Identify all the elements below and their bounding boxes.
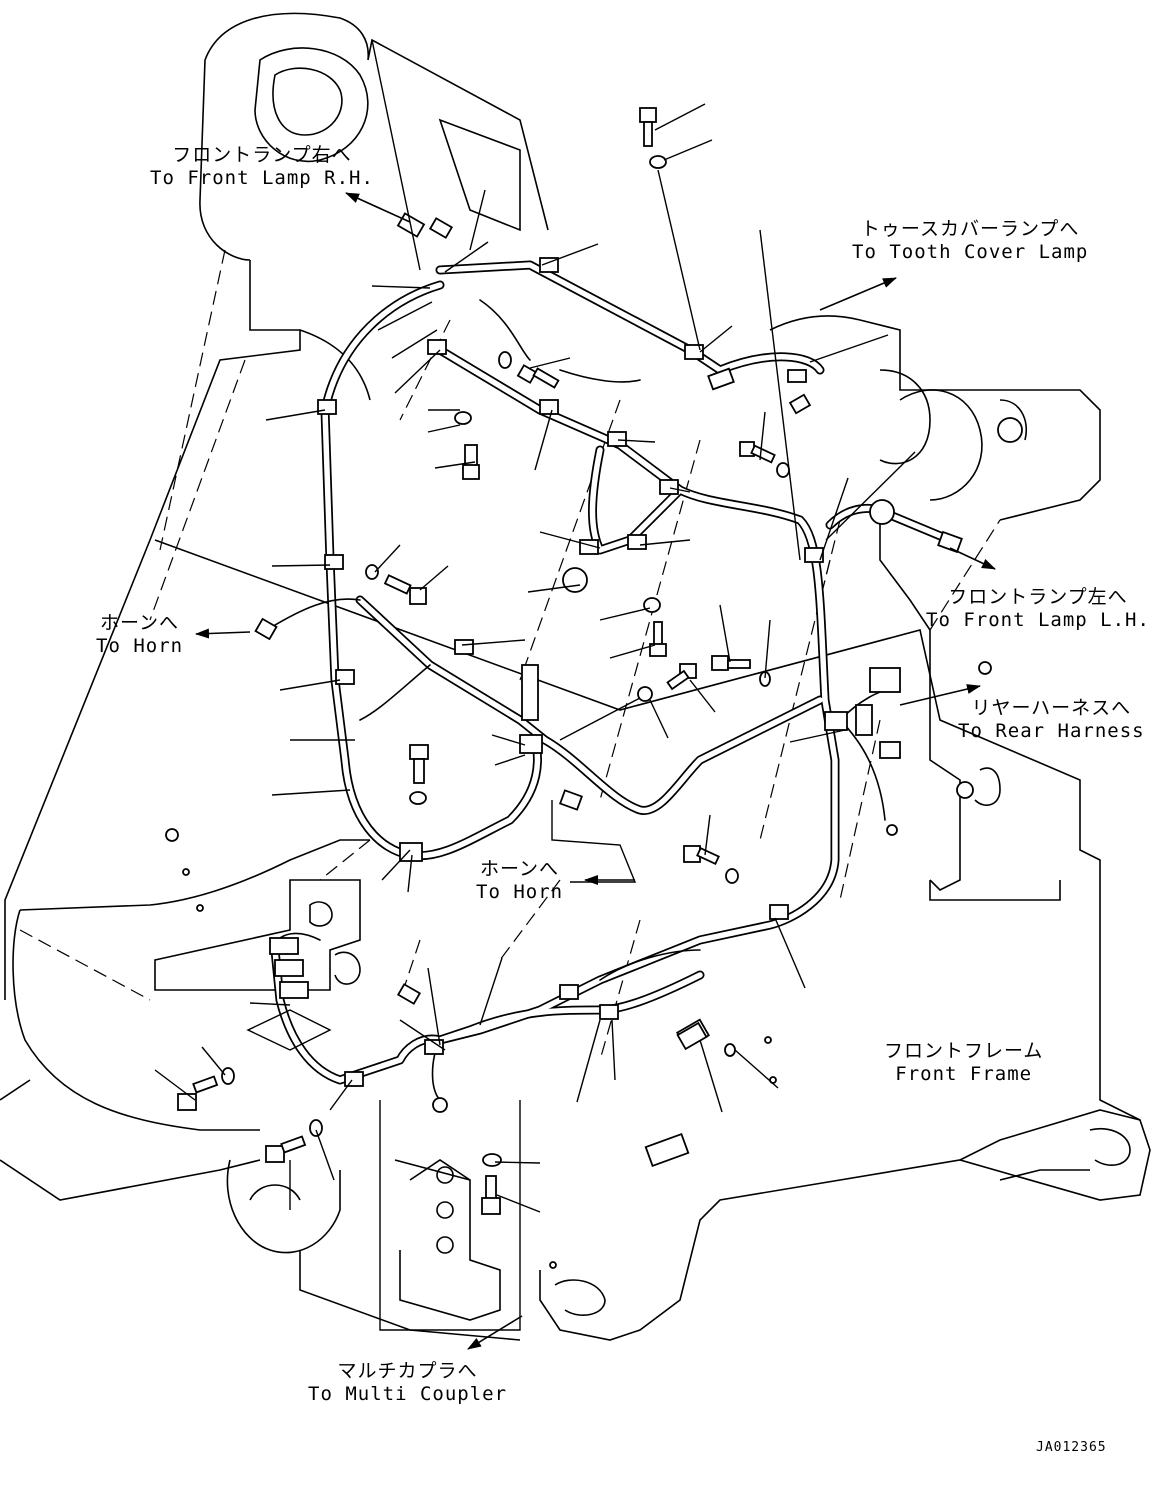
drawing-code: JA012365 [1036, 1440, 1107, 1455]
callout-front-frame-jp: フロントフレーム [884, 1040, 1044, 1062]
callout-horn-left: ホーンへ To Horn [96, 612, 183, 658]
fasteners [165, 107, 1023, 1269]
callout-front-lamp-rh-jp: フロントランプ右へ [172, 144, 352, 166]
leader-lines [154, 39, 916, 1331]
callout-rear-harness-jp: リヤーハーネスへ [971, 697, 1132, 719]
callout-rear-harness-en: To Rear Harness [958, 720, 1145, 742]
callout-front-lamp-lh: フロントランプ左へ To Front Lamp L.H. [926, 586, 1150, 632]
main-harness [269, 260, 955, 1101]
callout-horn-left-en: To Horn [96, 635, 184, 657]
callout-tooth-cover-lamp: トゥースカバーランプへ To Tooth Cover Lamp [852, 218, 1088, 264]
callout-multi-coupler: マルチカプラへ To Multi Coupler [308, 1360, 507, 1406]
callout-front-lamp-lh-en: To Front Lamp L.H. [926, 609, 1150, 631]
callout-multi-coupler-en: To Multi Coupler [308, 1383, 508, 1405]
callout-horn-center-jp: ホーンへ [480, 858, 560, 880]
callout-front-frame: フロントフレーム Front Frame [884, 1040, 1043, 1086]
callout-tooth-cover-lamp-jp: トゥースカバーランプへ [860, 218, 1080, 240]
callout-multi-coupler-jp: マルチカプラへ [337, 1360, 478, 1382]
direction-arrows [195, 192, 996, 1350]
callout-front-lamp-rh: フロントランプ右へ To Front Lamp R.H. [150, 144, 374, 190]
callout-tooth-cover-lamp-en: To Tooth Cover Lamp [852, 241, 1089, 263]
callout-front-frame-en: Front Frame [895, 1063, 1033, 1085]
callout-front-lamp-rh-en: To Front Lamp R.H. [150, 167, 374, 189]
callout-horn-center: ホーンへ To Horn [476, 858, 563, 904]
callout-horn-center-en: To Horn [476, 881, 564, 903]
callout-front-lamp-lh-jp: フロントランプ左へ [948, 586, 1128, 608]
callout-horn-left-jp: ホーンへ [100, 612, 180, 634]
callout-rear-harness: リヤーハーネスへ To Rear Harness [958, 697, 1145, 743]
front-frame-outline [0, 12, 1151, 1341]
